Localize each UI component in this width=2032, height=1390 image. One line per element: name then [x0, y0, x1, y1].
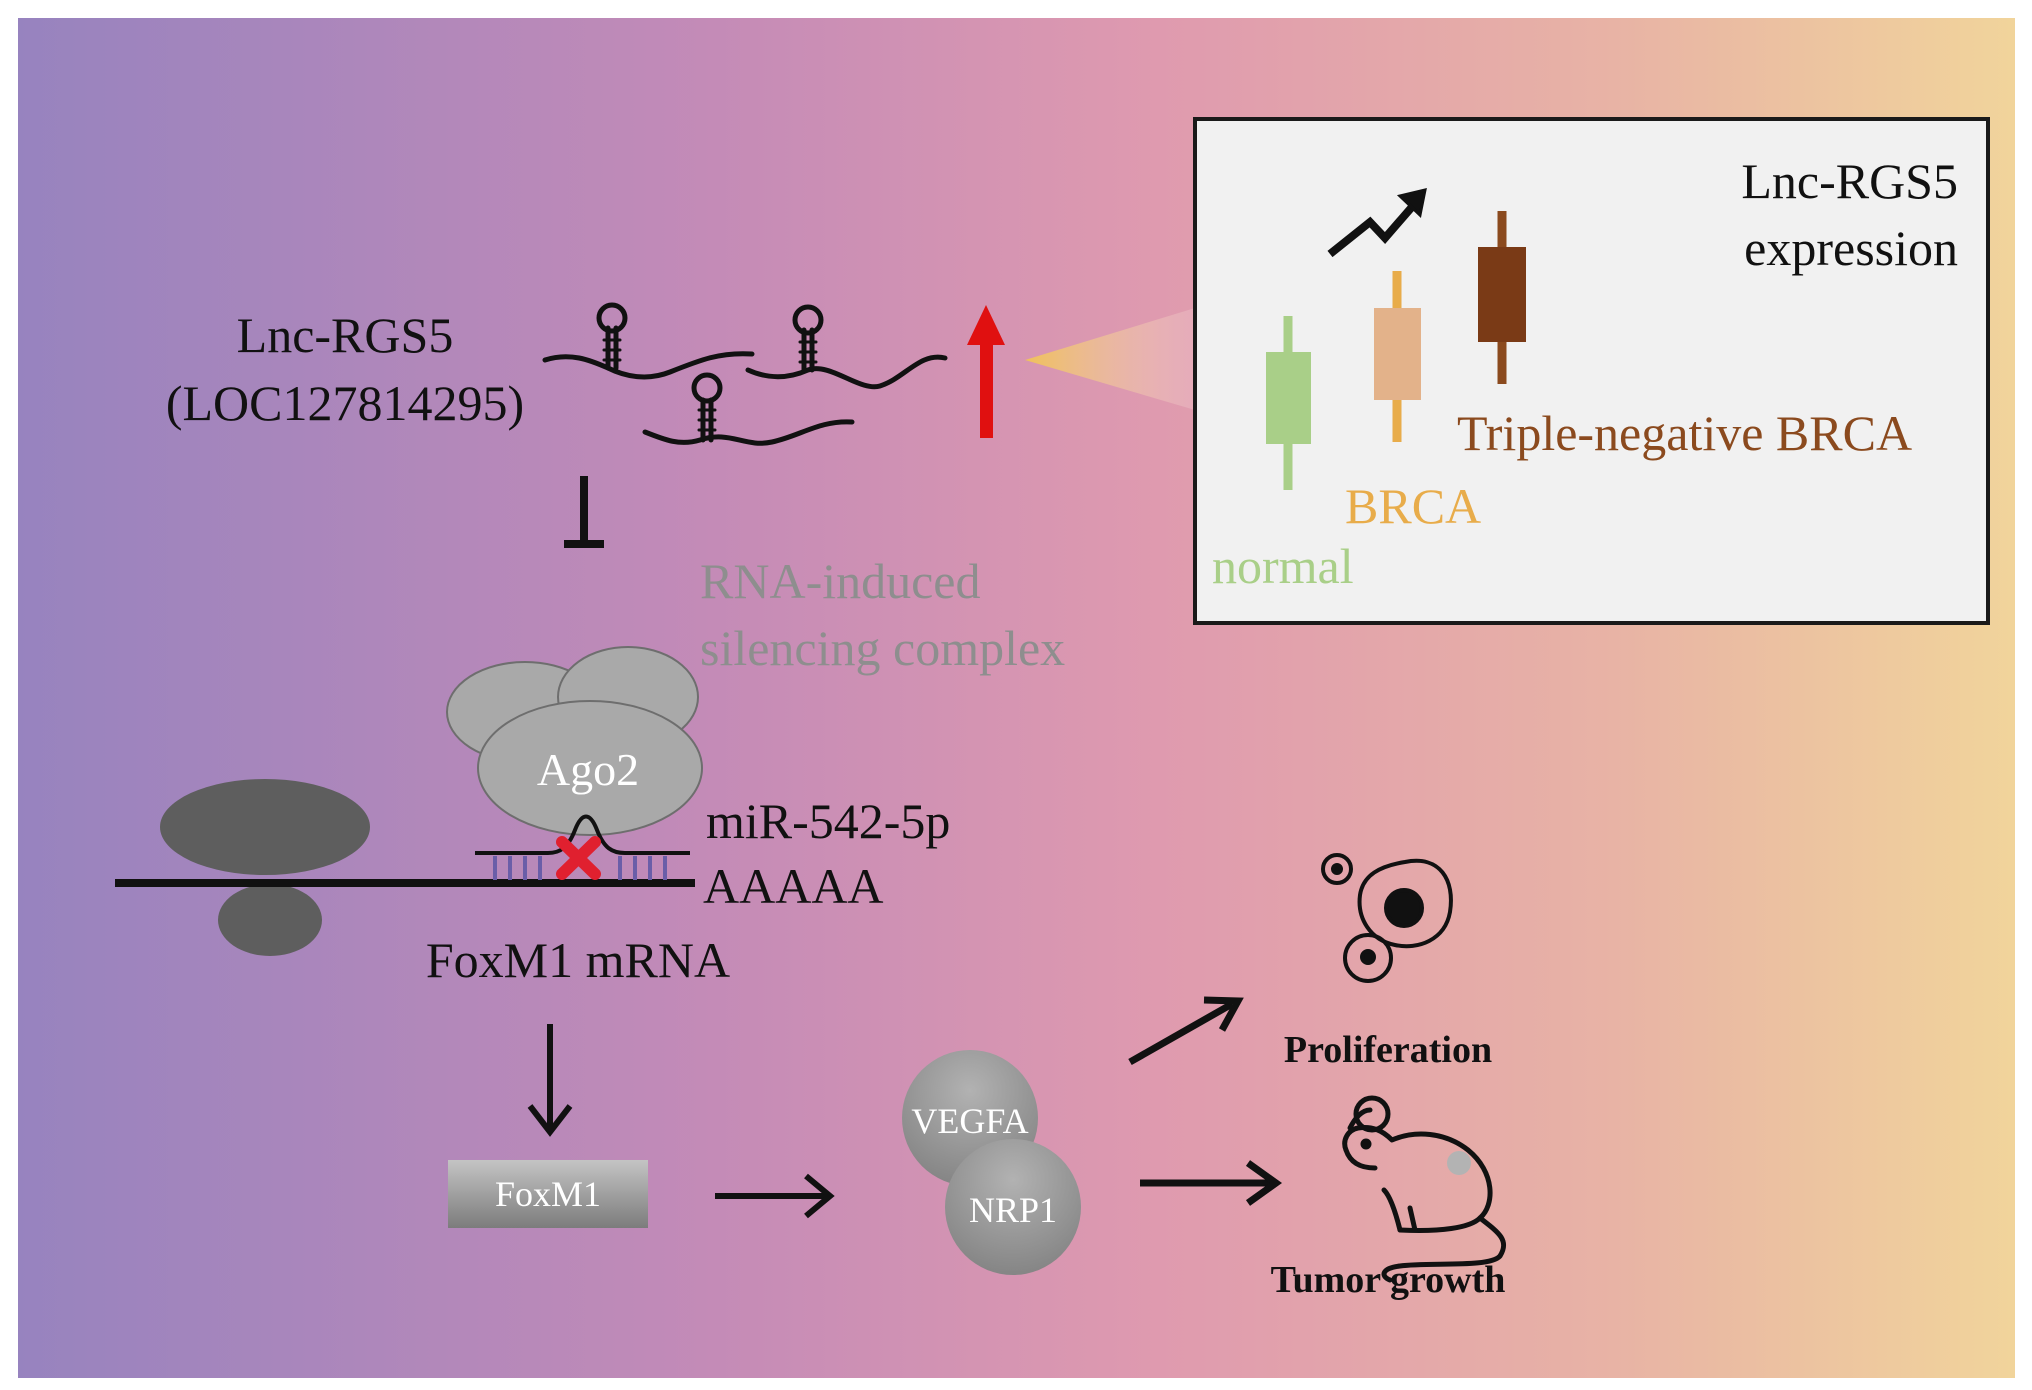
- base-pairing: [493, 856, 667, 880]
- mirna-label: miR-542-5p: [706, 793, 950, 849]
- risc-label-line2: silencing complex: [700, 620, 1065, 676]
- zoom-beam: [1025, 308, 1195, 410]
- boxplot-normal: [1266, 316, 1311, 490]
- nrp1-label: NRP1: [969, 1190, 1057, 1230]
- cells-icon: [1321, 853, 1453, 983]
- mrna-label: FoxM1 mRNA: [426, 932, 730, 988]
- lnc-rgs5-label: Lnc-RGS5: [237, 307, 454, 363]
- group-label-normal: normal: [1212, 538, 1354, 594]
- mouse-tumor-icon: [1342, 1095, 1507, 1283]
- foxm1-protein-label: FoxM1: [495, 1174, 601, 1214]
- trend-up-icon: [1327, 187, 1427, 258]
- inset-title-line2: expression: [1744, 220, 1958, 276]
- foxm1-protein-box: [448, 1160, 648, 1228]
- nrp1-circle: [945, 1139, 1081, 1275]
- expression-inset-box: [1193, 117, 1990, 625]
- translation-arrow-icon: [527, 1024, 573, 1137]
- ago2-label: Ago2: [537, 744, 639, 795]
- ribosome-icon: [160, 779, 370, 956]
- risc-label-line1: RNA-induced: [700, 553, 981, 609]
- inhibition-icon: [564, 476, 604, 548]
- upregulation-arrow-icon: [967, 305, 1005, 438]
- tumor-growth-label: Tumor growth: [1271, 1259, 1506, 1301]
- group-label-tnbc: Triple-negative BRCA: [1457, 405, 1912, 461]
- foxm1-to-vegfa-arrow-icon: [715, 1173, 835, 1219]
- boxplot-tnbc: [1478, 211, 1526, 384]
- lncrna-strands-icon: [542, 302, 948, 446]
- boxplot-brca: [1374, 271, 1421, 442]
- polya-label: AAAAA: [703, 858, 884, 914]
- group-label-brca: BRCA: [1345, 478, 1481, 534]
- lnc-rgs5-locus: (LOC127814295): [166, 375, 524, 431]
- vegfa-label: VEGFA: [911, 1101, 1028, 1141]
- ago2-complex-icon: [446, 646, 703, 836]
- proliferation-arrow-icon: [1128, 996, 1244, 1066]
- blocked-x-icon: [556, 836, 601, 880]
- inset-title-line1: Lnc-RGS5: [1741, 153, 1958, 209]
- mirna-strand: [475, 814, 690, 855]
- tumor-growth-arrow-icon: [1140, 1160, 1283, 1206]
- proliferation-label: Proliferation: [1284, 1029, 1492, 1071]
